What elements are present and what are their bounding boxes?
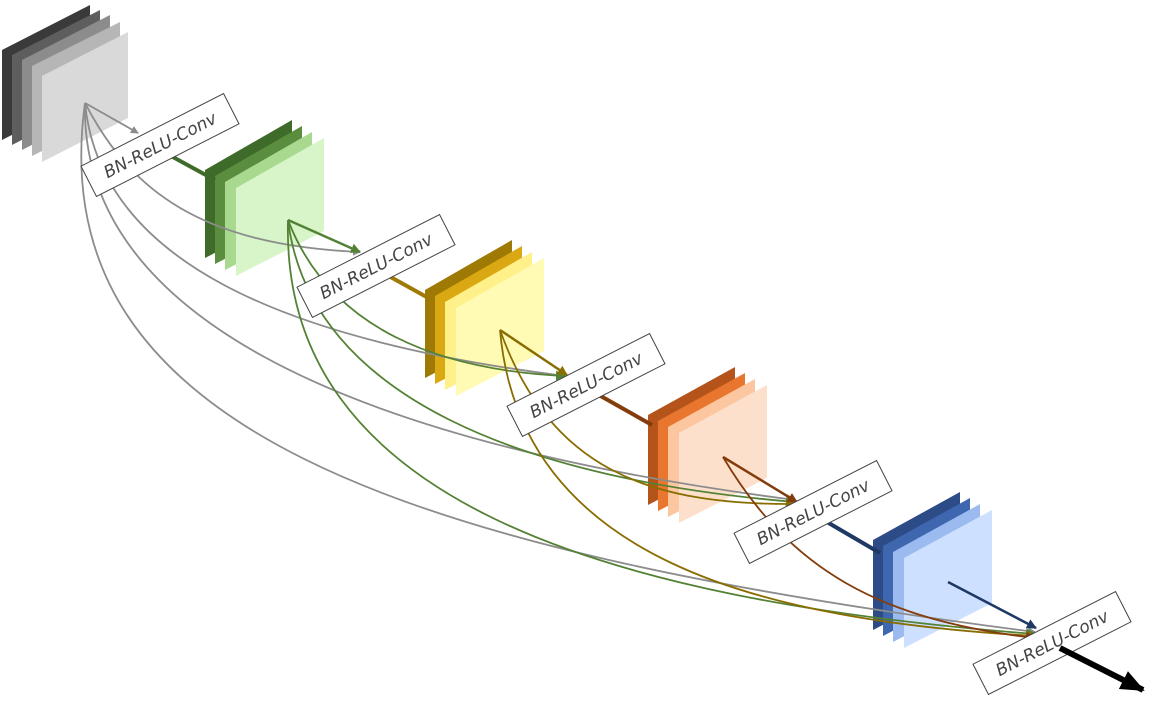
edges-from-block-3 [722,455,1036,642]
block-3 [648,367,767,523]
edge-block1-to-conv5 [287,219,1036,639]
conv-label-5-text: BN-ReLU-Conv [993,606,1113,681]
edge-block3-to-conv5 [722,456,1036,642]
block-input [2,5,128,162]
edge-block2-to-conv4 [499,329,796,510]
edge-block4-to-conv5 [947,580,1037,630]
edge-block1-to-conv2 [287,218,361,254]
block-3-layer-4 [679,385,767,523]
input-layer-5 [42,32,128,162]
block-2-layer-4 [456,258,544,396]
edge-block3-to-conv4 [722,455,798,504]
conv-label-4-box [733,459,893,565]
conv-label-5-box [972,590,1132,696]
conv-label-3-box [506,332,666,438]
edge-input-to-conv5 [80,102,1036,636]
edge-input-to-conv1 [84,102,139,134]
conv-label-1-box [80,92,240,198]
block-1 [205,120,324,276]
block-2 [425,240,544,396]
conv-label-2-box [296,213,456,319]
block-1-layer-4 [236,138,324,276]
edge-block2-to-conv3 [499,328,568,377]
block-4-layer-4 [904,510,992,648]
output-arrow [1058,645,1145,693]
block-4 [873,492,992,648]
edge-input-to-conv2 [84,102,361,256]
edge-block1-to-conv3 [287,219,566,381]
